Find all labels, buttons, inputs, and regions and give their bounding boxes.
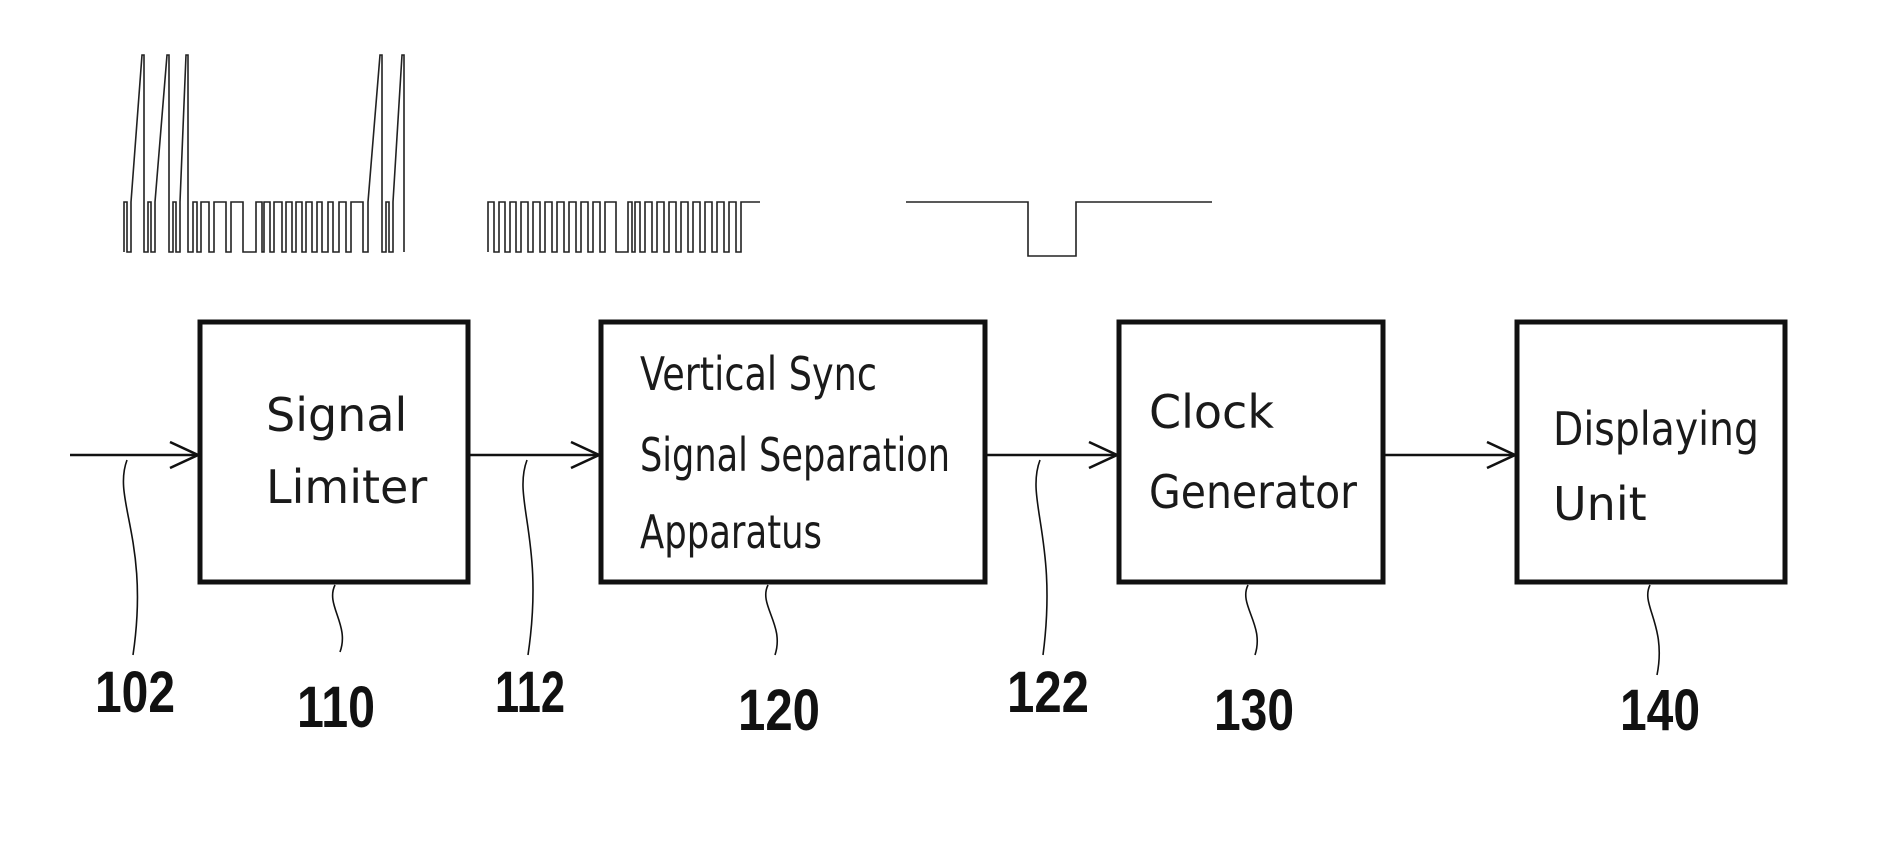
waveform-limited bbox=[488, 202, 760, 252]
block-label-line: Vertical Sync bbox=[640, 347, 877, 401]
block-label-line: Limiter bbox=[266, 460, 427, 514]
leader-110 bbox=[333, 585, 343, 652]
leader-102 bbox=[123, 460, 137, 655]
reference-numerals: 102 110 112 120 122 130 140 bbox=[95, 660, 1700, 743]
block-label-line: Unit bbox=[1553, 477, 1647, 531]
waveform-input bbox=[124, 55, 404, 252]
block-label-line: Displaying bbox=[1553, 402, 1759, 456]
block-clock-generator: Clock Generator bbox=[1119, 322, 1383, 582]
block-label-line: Apparatus bbox=[640, 505, 822, 559]
block-signal-limiter: Signal Limiter bbox=[200, 322, 468, 582]
ref-label-112: 112 bbox=[495, 660, 565, 725]
block-label-line: Generator bbox=[1149, 465, 1357, 519]
leader-130 bbox=[1246, 585, 1258, 655]
block-label-line: Signal Separation bbox=[640, 428, 950, 482]
ref-label-102: 102 bbox=[95, 660, 175, 725]
block-vsync-separation: Vertical Sync Signal Separation Apparatu… bbox=[601, 322, 985, 582]
leader-112 bbox=[523, 460, 533, 655]
ref-label-110: 110 bbox=[297, 675, 375, 740]
ref-label-140: 140 bbox=[1620, 678, 1700, 743]
block-label-line: Signal bbox=[266, 388, 407, 442]
arrow-input-102 bbox=[70, 442, 198, 468]
leader-122 bbox=[1036, 460, 1047, 655]
block-displaying-unit: Displaying Unit bbox=[1517, 322, 1785, 582]
leader-120 bbox=[766, 585, 778, 655]
arrow-vsync-122 bbox=[987, 442, 1117, 468]
ref-label-130: 130 bbox=[1214, 678, 1294, 743]
arrow-limited-112 bbox=[470, 442, 599, 468]
waveform-vsync bbox=[906, 202, 1212, 256]
ref-label-120: 120 bbox=[738, 678, 820, 743]
block-label-line: Clock bbox=[1149, 385, 1274, 439]
leader-140 bbox=[1648, 585, 1660, 675]
ref-label-122: 122 bbox=[1007, 660, 1089, 725]
arrow-clock-output bbox=[1385, 442, 1515, 468]
